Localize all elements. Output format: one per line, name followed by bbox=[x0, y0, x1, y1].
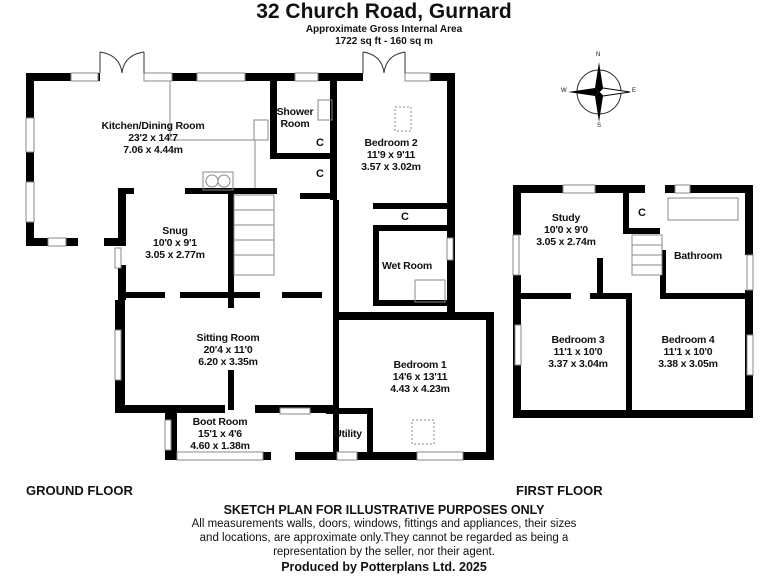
compass-w: W bbox=[561, 88, 567, 94]
compass-e: E bbox=[632, 88, 637, 94]
cupboard-label: C bbox=[316, 168, 324, 180]
first-floor-windows bbox=[512, 184, 754, 376]
disclaimer-line: representation by the seller, nor their … bbox=[273, 546, 495, 558]
area-value: 1722 sq ft - 160 sq m bbox=[335, 36, 433, 47]
compass-s: S bbox=[597, 123, 602, 129]
compass-n: N bbox=[596, 52, 601, 58]
disclaimer-heading: SKETCH PLAN FOR ILLUSTRATIVE PURPOSES ON… bbox=[223, 503, 545, 517]
compass-icon bbox=[568, 62, 631, 122]
room-utility: Utility bbox=[334, 428, 362, 440]
disclaimer-line: and locations, are approximate only.They… bbox=[199, 532, 569, 544]
first-floor-label: FIRST FLOOR bbox=[516, 483, 603, 498]
windows-doors bbox=[25, 51, 464, 461]
first-floor-walls bbox=[513, 185, 753, 418]
ground-floor-label: GROUND FLOOR bbox=[26, 483, 133, 498]
room-bathroom: Bathroom bbox=[674, 250, 722, 262]
credit: Produced by Potterplans Ltd. 2025 bbox=[281, 560, 487, 574]
area-label: Approximate Gross Internal Area bbox=[305, 24, 463, 35]
cupboard-label: C bbox=[638, 207, 646, 219]
disclaimer-line: All measurements walls, doors, windows, … bbox=[191, 518, 577, 530]
cupboard-label: C bbox=[401, 211, 409, 223]
page-title: 32 Church Road, Gurnard bbox=[256, 0, 512, 23]
fittings bbox=[169, 81, 446, 445]
room-wet-room: Wet Room bbox=[381, 260, 433, 272]
cupboard-label: C bbox=[316, 137, 324, 149]
